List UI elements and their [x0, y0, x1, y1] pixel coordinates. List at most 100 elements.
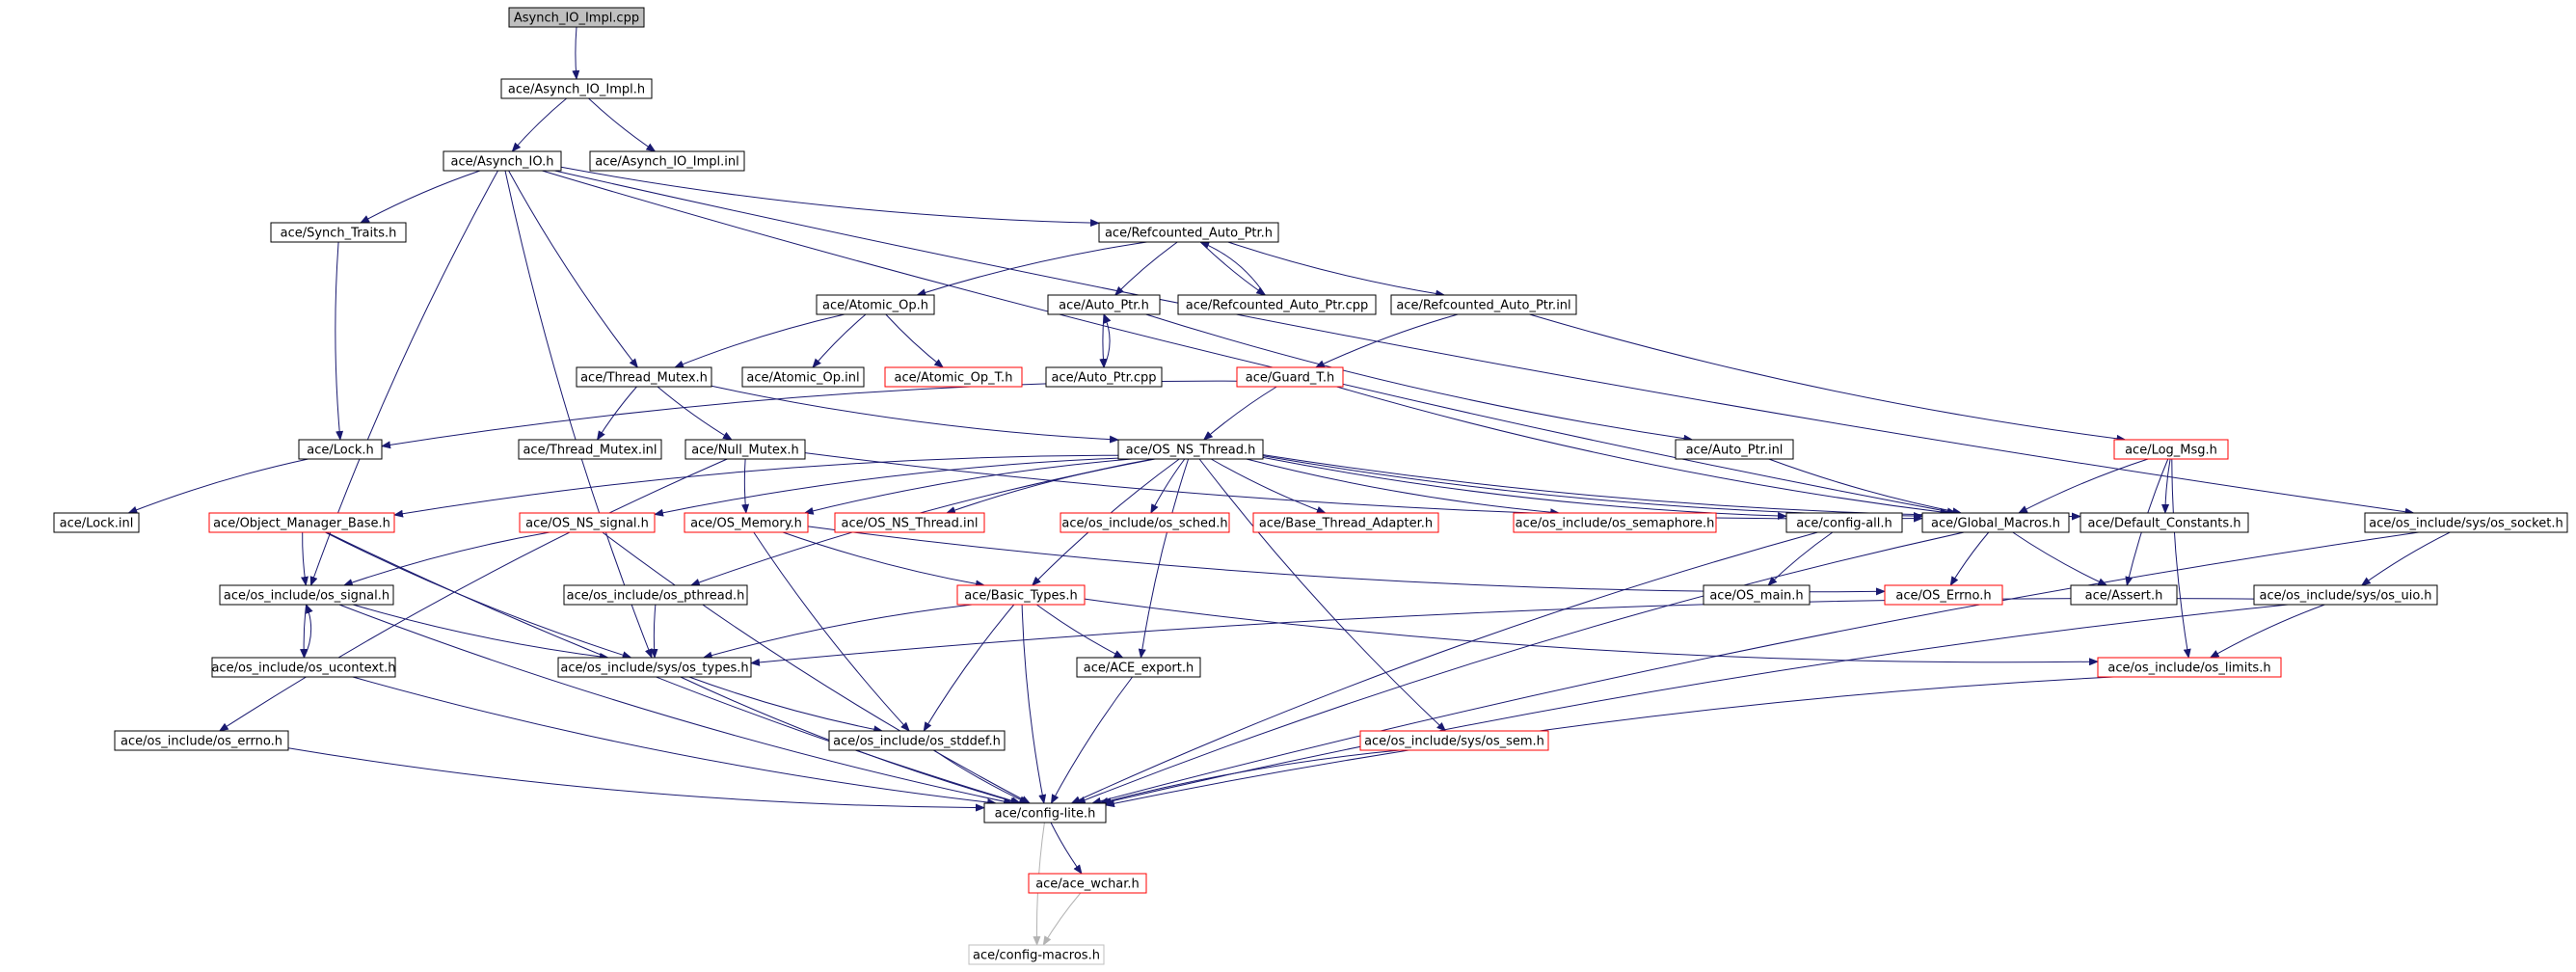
node-refcounted_cpp[interactable]: ace/Refcounted_Auto_Ptr.cpp — [1177, 294, 1377, 315]
node-box — [589, 150, 745, 172]
edge-asynch_io_h-to-refcounted_h — [560, 166, 1100, 228]
node-box — [298, 439, 383, 460]
node-label: ace/Auto_Ptr.inl — [1686, 444, 1784, 458]
node-label: ace/Refcounted_Auto_Ptr.h — [1105, 227, 1273, 241]
node-log_msg[interactable]: ace/Log_Msg.h — [2113, 439, 2229, 460]
edge-guard_t-to-global_macros — [1336, 386, 1950, 516]
edge-asynch_impl_h-to-asynch_impl_inl — [588, 97, 657, 152]
node-label: ace/Atomic_Op.inl — [746, 371, 859, 386]
node-os_main[interactable]: ace/OS_main.h — [1703, 584, 1811, 606]
node-box — [1047, 294, 1161, 315]
node-global_macros[interactable]: ace/Global_Macros.h — [1921, 512, 2070, 533]
edge-object_manager_base-to-config_lite — [326, 531, 1022, 805]
edge-basic_types-to-ace_export — [1036, 604, 1124, 659]
node-box — [741, 366, 865, 388]
node-guard_t[interactable]: ace/Guard_T.h — [1236, 366, 1344, 388]
node-atomic_op_t[interactable]: ace/Atomic_Op_T.h — [884, 366, 1023, 388]
node-sys_os_socket[interactable]: ace/os_include/sys/os_socket.h — [2364, 512, 2568, 533]
node-lock_h[interactable]: ace/Lock.h — [298, 439, 383, 460]
node-os_memory[interactable]: ace/OS_Memory.h — [684, 512, 809, 533]
node-sys_os_types[interactable]: ace/os_include/sys/os_types.h — [557, 657, 752, 678]
edge-sys_os_uio-to-os_limits — [2209, 604, 2325, 659]
node-label: ace/os_include/os_errno.h — [121, 735, 282, 749]
node-label: ace/Synch_Traits.h — [281, 227, 397, 241]
node-label: ace/Asynch_IO_Impl.inl — [595, 155, 739, 170]
node-null_mutex[interactable]: ace/Null_Mutex.h — [684, 439, 806, 460]
node-sys_os_sem[interactable]: ace/os_include/sys/os_sem.h — [1359, 730, 1549, 751]
node-auto_ptr_cpp[interactable]: ace/Auto_Ptr.cpp — [1045, 366, 1163, 388]
node-label: ace/os_include/os_pthread.h — [567, 589, 745, 604]
edge-log_msg-to-global_macros — [2018, 458, 2149, 514]
edge-thread_mutex_h-to-os_ns_thread_h — [711, 385, 1119, 444]
edge-os_ns_thread_h-to-object_manager_base — [393, 454, 1119, 518]
edge-os_ucontext-to-os_signal — [303, 604, 313, 659]
node-box — [208, 512, 395, 533]
node-box — [2080, 512, 2249, 533]
node-ace_export[interactable]: ace/ACE_export.h — [1076, 657, 1201, 678]
node-asynch_io_h[interactable]: ace/Asynch_IO.h — [443, 150, 562, 172]
node-os_ucontext[interactable]: ace/os_include/os_ucontext.h — [211, 657, 396, 678]
node-os_stddef[interactable]: ace/os_include/os_stddef.h — [828, 730, 1006, 751]
node-asynch_impl_h[interactable]: ace/Asynch_IO_Impl.h — [500, 78, 653, 99]
node-os_pthread[interactable]: ace/os_include/os_pthread.h — [563, 584, 748, 606]
node-config_lite[interactable]: ace/config-lite.h — [983, 802, 1107, 824]
edge-auto_ptr_inl-to-global_macros — [1768, 458, 1963, 516]
node-atomic_op_h[interactable]: ace/Atomic_Op.h — [816, 294, 935, 315]
node-os_signal[interactable]: ace/os_include/os_signal.h — [219, 584, 394, 606]
node-auto_ptr_inl[interactable]: ace/Auto_Ptr.inl — [1675, 439, 1794, 460]
node-config_macros[interactable]: ace/config-macros.h — [968, 944, 1105, 965]
node-asynch_impl_cpp[interactable]: Asynch_IO_Impl.cpp — [508, 7, 645, 28]
node-os_ns_thread_h[interactable]: ace/OS_NS_Thread.h — [1117, 439, 1264, 460]
node-default_constants[interactable]: ace/Default_Constants.h — [2080, 512, 2249, 533]
node-box — [2113, 439, 2229, 460]
node-atomic_op_inl[interactable]: ace/Atomic_Op.inl — [741, 366, 865, 388]
edge-os_ns_thread_h-to-default_constants — [1262, 454, 2081, 521]
node-lock_inl[interactable]: ace/Lock.inl — [53, 512, 140, 533]
node-os_include_errno[interactable]: ace/os_include/os_errno.h — [114, 730, 289, 751]
node-thread_mutex_h[interactable]: ace/Thread_Mutex.h — [576, 366, 712, 388]
node-box — [968, 944, 1105, 965]
node-box — [1028, 873, 1147, 894]
edge-sys_os_types-to-os_stddef — [688, 676, 884, 734]
node-auto_ptr_h[interactable]: ace/Auto_Ptr.h — [1047, 294, 1161, 315]
node-label: ace/os_include/sys/os_uio.h — [2260, 589, 2432, 604]
node-ace_wchar[interactable]: ace/ace_wchar.h — [1028, 873, 1147, 894]
node-box — [508, 7, 645, 28]
node-os_ns_signal[interactable]: ace/OS_NS_signal.h — [519, 512, 656, 533]
node-label: ace/OS_Memory.h — [690, 517, 802, 531]
node-thread_mutex_inl[interactable]: ace/Thread_Mutex.inl — [518, 439, 662, 460]
edge-os_signal-to-sys_os_types — [352, 604, 609, 661]
edge-sys_os_socket-to-sys_os_uio — [2360, 531, 2451, 586]
node-box — [1076, 657, 1201, 678]
edge-os_ns_signal-to-config_lite — [602, 531, 1032, 804]
node-refcounted_h[interactable]: ace/Refcounted_Auto_Ptr.h — [1098, 222, 1279, 243]
node-refcounted_inl[interactable]: ace/Refcounted_Auto_Ptr.inl — [1390, 294, 1577, 315]
node-basic_types[interactable]: ace/Basic_Types.h — [956, 584, 1086, 606]
node-config_all[interactable]: ace/config-all.h — [1785, 512, 1903, 533]
edge-os_signal-to-config_lite — [338, 604, 1014, 806]
node-box — [956, 584, 1086, 606]
node-label: ace/os_include/os_sched.h — [1061, 517, 1227, 531]
edge-auto_ptr_h-to-auto_ptr_cpp — [1099, 313, 1108, 368]
node-assert_h[interactable]: ace/Assert.h — [2070, 584, 2178, 606]
node-base_thread_adapter[interactable]: ace/Base_Thread_Adapter.h — [1252, 512, 1439, 533]
edge-os_include_errno-to-config_lite — [287, 747, 985, 812]
node-label: ace/os_include/os_stddef.h — [833, 735, 1001, 749]
node-asynch_impl_inl[interactable]: ace/Asynch_IO_Impl.inl — [589, 150, 745, 172]
node-sys_os_uio[interactable]: ace/os_include/sys/os_uio.h — [2253, 584, 2438, 606]
node-os_limits[interactable]: ace/os_include/os_limits.h — [2097, 657, 2282, 678]
edge-config_all-to-config_lite — [1070, 531, 1818, 804]
node-box — [219, 584, 394, 606]
node-os_errno_h[interactable]: ace/OS_Errno.h — [1884, 584, 2003, 606]
node-os_semaphore[interactable]: ace/os_include/os_semaphore.h — [1513, 512, 1717, 533]
node-os_sched[interactable]: ace/os_include/os_sched.h — [1060, 512, 1230, 533]
edge-null_mutex-to-os_include_errno — [218, 458, 728, 732]
node-object_manager_base[interactable]: ace/Object_Manager_Base.h — [208, 512, 395, 533]
node-synch_traits[interactable]: ace/Synch_Traits.h — [270, 222, 407, 243]
node-os_ns_thread_inl[interactable]: ace/OS_NS_Thread.inl — [834, 512, 985, 533]
edge-os_ns_signal-to-os_signal — [342, 531, 550, 586]
edge-os_ns_thread_h-to-sys_os_sem — [1198, 458, 1447, 732]
edge-synch_traits-to-lock_h — [335, 241, 344, 441]
node-box — [53, 512, 140, 533]
